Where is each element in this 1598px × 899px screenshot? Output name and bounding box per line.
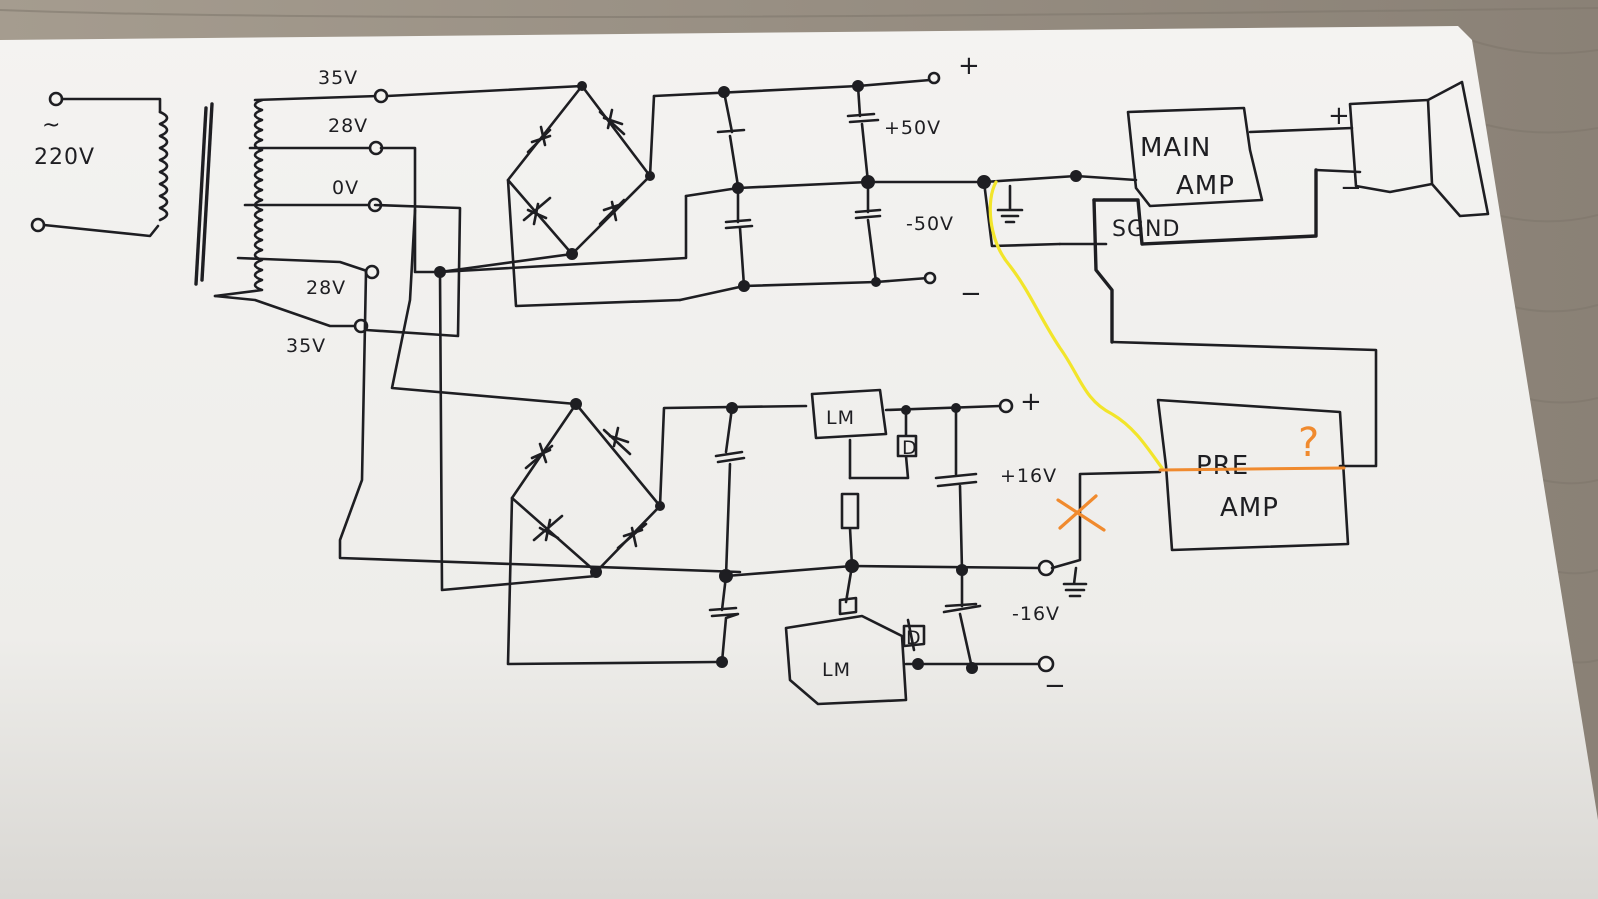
diode-top-label: D	[902, 437, 918, 459]
mains-terminal-top	[48, 91, 64, 107]
pre-amp-label-line1: PRE	[1196, 451, 1249, 481]
tap-35v-bottom-label: 35V	[286, 335, 326, 357]
diode-lv-4	[616, 522, 648, 550]
transformer-core-line-1	[194, 106, 208, 286]
main-amp-box	[1126, 106, 1264, 208]
tap-28v-top-label: 28V	[328, 115, 368, 137]
orange-cross-mark	[1056, 494, 1106, 532]
regulator-bottom-box	[784, 614, 908, 706]
regulator-top-label: LM	[826, 407, 855, 429]
pre-amp-block: PRE AMP	[1156, 398, 1350, 552]
minus-16v-label: -16V	[1012, 603, 1060, 625]
hv-plus-sign: +	[958, 51, 981, 81]
plus-50v-label: +50V	[884, 117, 941, 139]
diode-lv-1	[524, 442, 554, 470]
tap-28v-bottom-terminal	[364, 264, 380, 280]
diode-lv-2	[602, 426, 632, 456]
tap-35v-top-label: 35V	[318, 67, 358, 89]
speaker-symbol	[1348, 80, 1490, 218]
regulator-top-box	[810, 388, 888, 440]
low-voltage-rectifier-bridge	[338, 203, 808, 666]
pre-amp-box	[1156, 398, 1350, 552]
main-amp-label-line1: MAIN	[1140, 133, 1211, 163]
plus-16v-label: +16V	[1000, 465, 1057, 487]
pre-amp-label-line2: AMP	[1220, 493, 1279, 523]
mains-tilde-label: ~	[42, 113, 61, 138]
lv-plus-terminal	[998, 398, 1014, 414]
minus-50v-label: -50V	[906, 213, 954, 235]
diode-hv-4	[598, 198, 626, 226]
orange-signal-line	[1158, 466, 1346, 472]
tap-35v-top-terminal	[373, 88, 389, 104]
regulator-bottom-label: LM	[822, 659, 851, 681]
high-voltage-rectifier-bridge	[379, 81, 682, 308]
mains-input: ~ 220V	[30, 91, 162, 238]
diode-hv-3	[522, 196, 552, 226]
diode-bottom-label: D	[906, 627, 922, 649]
hv-ground-rail	[684, 180, 984, 198]
transformer-core-line-2	[200, 102, 214, 282]
hv-negative-rail	[678, 276, 930, 302]
tap-0v-label: 0V	[332, 177, 359, 199]
question-mark-annotation: ?	[1298, 420, 1319, 466]
hv-plus-terminal	[927, 71, 941, 85]
paper-sheet	[0, 26, 1598, 899]
speaker-minus-sign: −	[1340, 173, 1363, 203]
signal-wire-main-to-pre	[1110, 340, 1378, 468]
diode-lv-3	[532, 514, 564, 542]
yellow-ground-wire	[988, 180, 1164, 470]
tap-28v-bottom-label: 28V	[306, 277, 346, 299]
main-amp-block: MAIN AMP SGND + −	[982, 101, 1363, 344]
sgnd-label: SGND	[1112, 217, 1180, 242]
power-ground-symbol	[996, 184, 1024, 224]
hv-minus-sign: −	[960, 279, 983, 309]
primary-winding	[158, 110, 169, 222]
diode-hv-1	[526, 125, 552, 154]
speaker-plus-sign: +	[1328, 101, 1351, 131]
lv-plus-sign: +	[1020, 387, 1043, 417]
lv-minus-sign: −	[1044, 671, 1067, 701]
low-voltage-regulators: LM + D +16V LM D -16V −	[708, 387, 1162, 706]
mains-terminal-bottom	[30, 217, 46, 233]
main-amp-label-line2: AMP	[1176, 171, 1235, 201]
hv-minus-terminal	[923, 271, 937, 285]
lv-minus-terminal	[1037, 655, 1055, 673]
diode-hv-2	[598, 108, 626, 136]
mains-voltage-label: 220V	[34, 145, 95, 170]
